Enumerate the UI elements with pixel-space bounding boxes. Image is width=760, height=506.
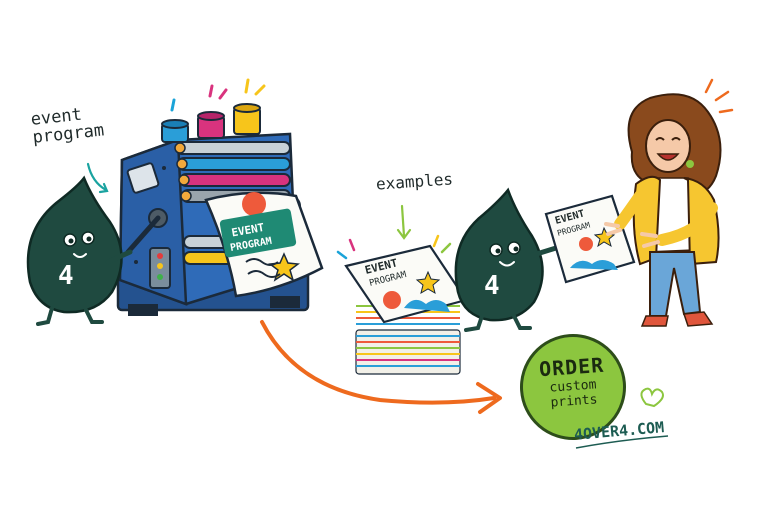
- mascot-left: 4: [26, 175, 133, 326]
- heart-icon: [640, 387, 664, 408]
- print-sheet: EVENT PROGRAM: [204, 191, 324, 298]
- print-sheet-line1: EVENT: [230, 221, 265, 240]
- event-program-label: event program: [29, 104, 106, 148]
- handed-program: EVENT PROGRAM: [544, 194, 636, 284]
- process-arrow: [260, 320, 496, 405]
- program-stack: EVENT PROGRAM: [336, 204, 468, 375]
- label-pointer-arrow: [86, 162, 108, 192]
- mascot-left-number: 4: [58, 261, 74, 291]
- mascot-right: 4: [454, 187, 559, 332]
- happy-customer: [604, 78, 734, 327]
- mascot-right-number: 4: [484, 271, 500, 301]
